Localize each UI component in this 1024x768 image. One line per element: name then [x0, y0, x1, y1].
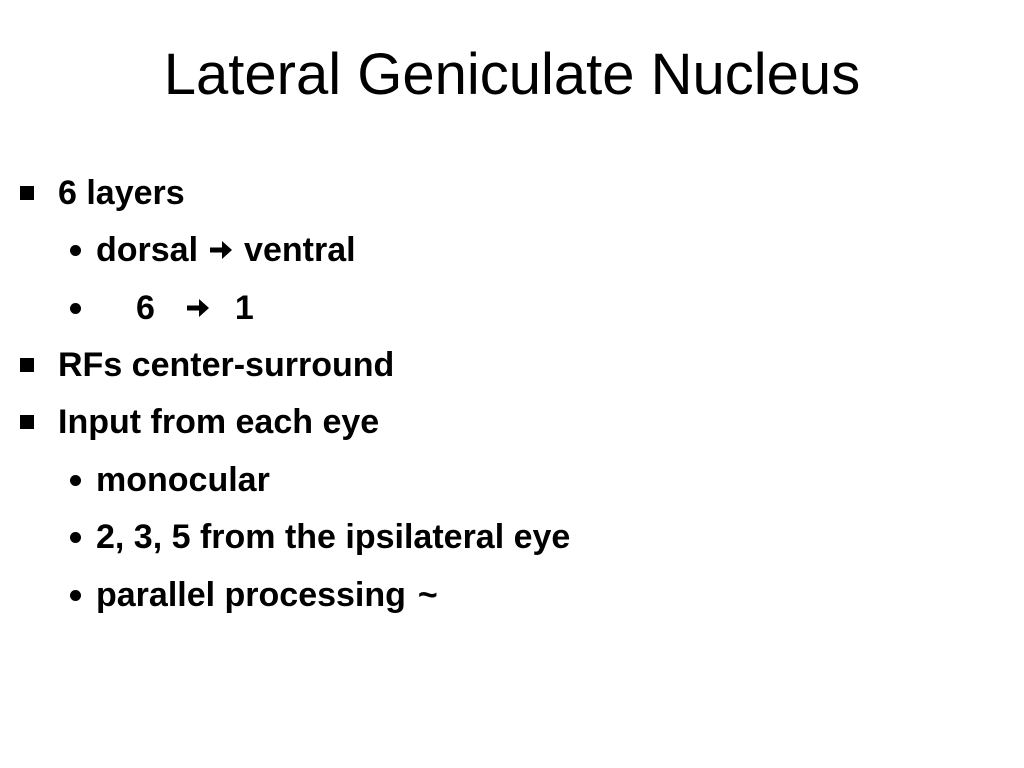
bullet-text-right: 1 [234, 289, 254, 327]
bullet-text: Input from each eye [58, 403, 380, 441]
round-bullet-icon [70, 244, 81, 256]
bullet-text-right: ventral [244, 231, 356, 269]
slide-title: Lateral Geniculate Nucleus [163, 42, 861, 107]
square-bullet-icon [20, 358, 34, 372]
sub-bullet-dorsal-ventral: dorsal ventral [70, 230, 356, 270]
bullet-text: monocular [96, 461, 270, 499]
bullet-item-rfs: RFs center-surround [20, 345, 394, 385]
bullet-text: 6 layers [58, 174, 185, 212]
bullet-text: RFs center-surround [58, 346, 395, 384]
bullet-text-left: 6 [136, 289, 155, 327]
sub-bullet-parallel: parallel processing ~ [70, 575, 438, 615]
bullet-text: parallel processing [96, 576, 406, 614]
round-bullet-icon [70, 589, 81, 601]
round-bullet-icon [70, 302, 81, 314]
right-arrow-icon [210, 241, 233, 259]
round-bullet-icon [70, 474, 81, 486]
sub-bullet-6-to-1: 6 1 [70, 288, 254, 328]
bullet-item-input: Input from each eye [20, 402, 379, 442]
square-bullet-icon [20, 415, 34, 429]
sub-bullet-monocular: monocular [70, 460, 270, 500]
bullet-item-6-layers: 6 layers [20, 173, 185, 213]
bullet-text: 2, 3, 5 from the ipsilateral eye [96, 518, 571, 556]
sub-bullet-ipsilateral: 2, 3, 5 from the ipsilateral eye [70, 517, 570, 557]
tilde-mark: ~ [417, 576, 438, 614]
round-bullet-icon [70, 531, 81, 543]
bullet-text-left: dorsal [96, 231, 199, 269]
square-bullet-icon [20, 186, 34, 200]
right-arrow-icon [186, 299, 209, 317]
